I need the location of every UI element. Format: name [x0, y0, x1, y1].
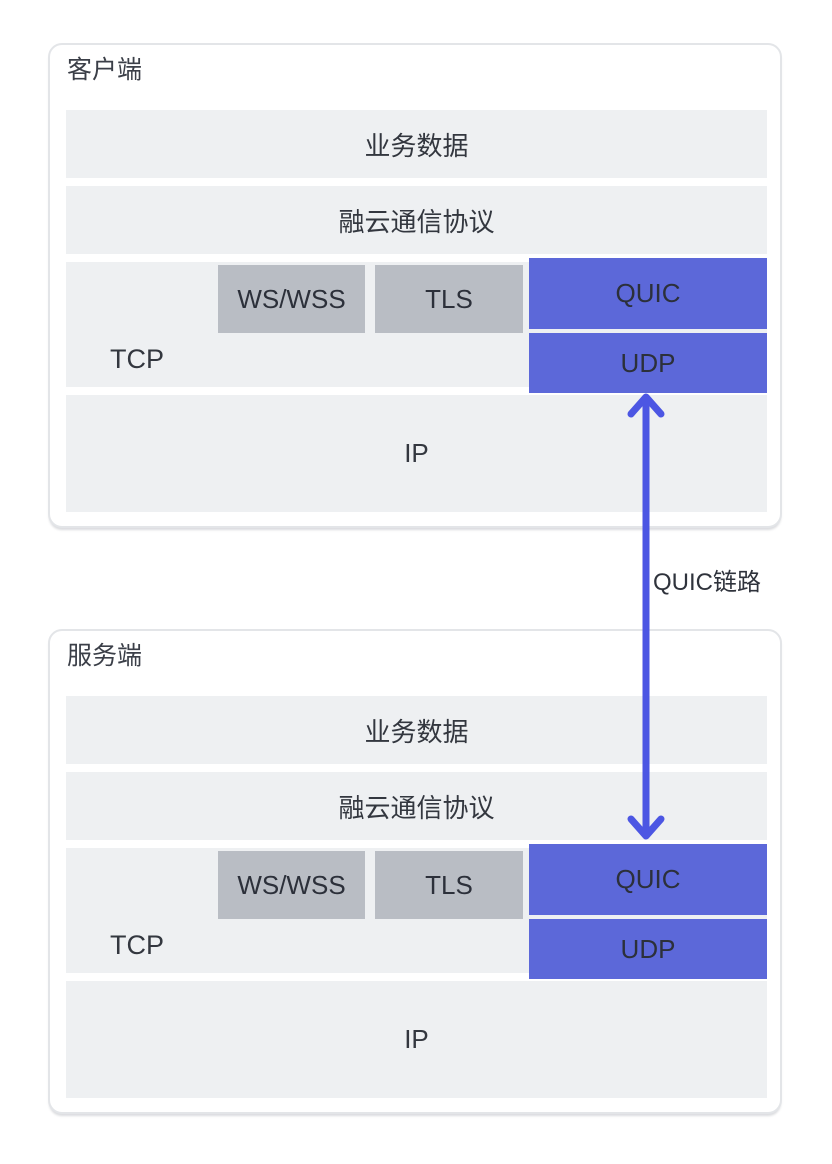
server-layer-udp-label: UDP [620, 933, 676, 964]
server-layer-ws-wss: WS/WSS [218, 851, 365, 919]
server-layer-rongcloud-protocol-label: 融云通信协议 [338, 792, 495, 823]
server-stack-box: 服务端 业务数据 融云通信协议 TCP WS/WSS TLS QUIC UDP … [48, 629, 782, 1114]
client-layer-ws-wss: WS/WSS [218, 265, 365, 333]
server-layer-ip: IP [66, 981, 767, 1098]
client-stack-title: 客户端 [67, 56, 143, 84]
client-stack-box: 客户端 业务数据 融云通信协议 TCP WS/WSS TLS QUIC UDP … [48, 43, 782, 528]
server-layer-quic: QUIC [529, 844, 767, 915]
server-layer-business-data-label: 业务数据 [364, 716, 469, 747]
server-stack-title: 服务端 [67, 642, 143, 670]
server-layer-tcp-label: TCP [110, 930, 164, 960]
server-layer-quic-label: QUIC [615, 864, 681, 894]
client-layer-tls-label: TLS [425, 283, 473, 314]
client-layer-business-data-label: 业务数据 [364, 130, 469, 161]
server-layer-udp: UDP [529, 919, 767, 979]
client-layer-business-data: 业务数据 [66, 110, 767, 178]
server-layer-business-data: 业务数据 [66, 696, 767, 764]
client-layer-rongcloud-protocol: 融云通信协议 [66, 186, 767, 254]
server-layer-ip-label: IP [404, 1024, 429, 1054]
client-layer-quic-label: QUIC [615, 278, 681, 308]
client-layer-ws-wss-label: WS/WSS [237, 283, 346, 314]
client-layer-quic: QUIC [529, 258, 767, 329]
client-layer-tcp-label: TCP [110, 344, 164, 374]
server-layer-tls: TLS [375, 851, 523, 919]
client-layer-tls: TLS [375, 265, 523, 333]
client-layer-ip-label: IP [404, 438, 429, 468]
client-layer-ip: IP [66, 395, 767, 512]
server-layer-tls-label: TLS [425, 869, 473, 900]
server-layer-ws-wss-label: WS/WSS [237, 869, 346, 900]
client-layer-udp: UDP [529, 333, 767, 393]
quic-link-label: QUIC链路 [653, 569, 761, 596]
client-layer-rongcloud-protocol-label: 融云通信协议 [338, 206, 495, 237]
quic-link-arrow-icon [627, 393, 665, 840]
client-layer-udp-label: UDP [620, 347, 676, 378]
